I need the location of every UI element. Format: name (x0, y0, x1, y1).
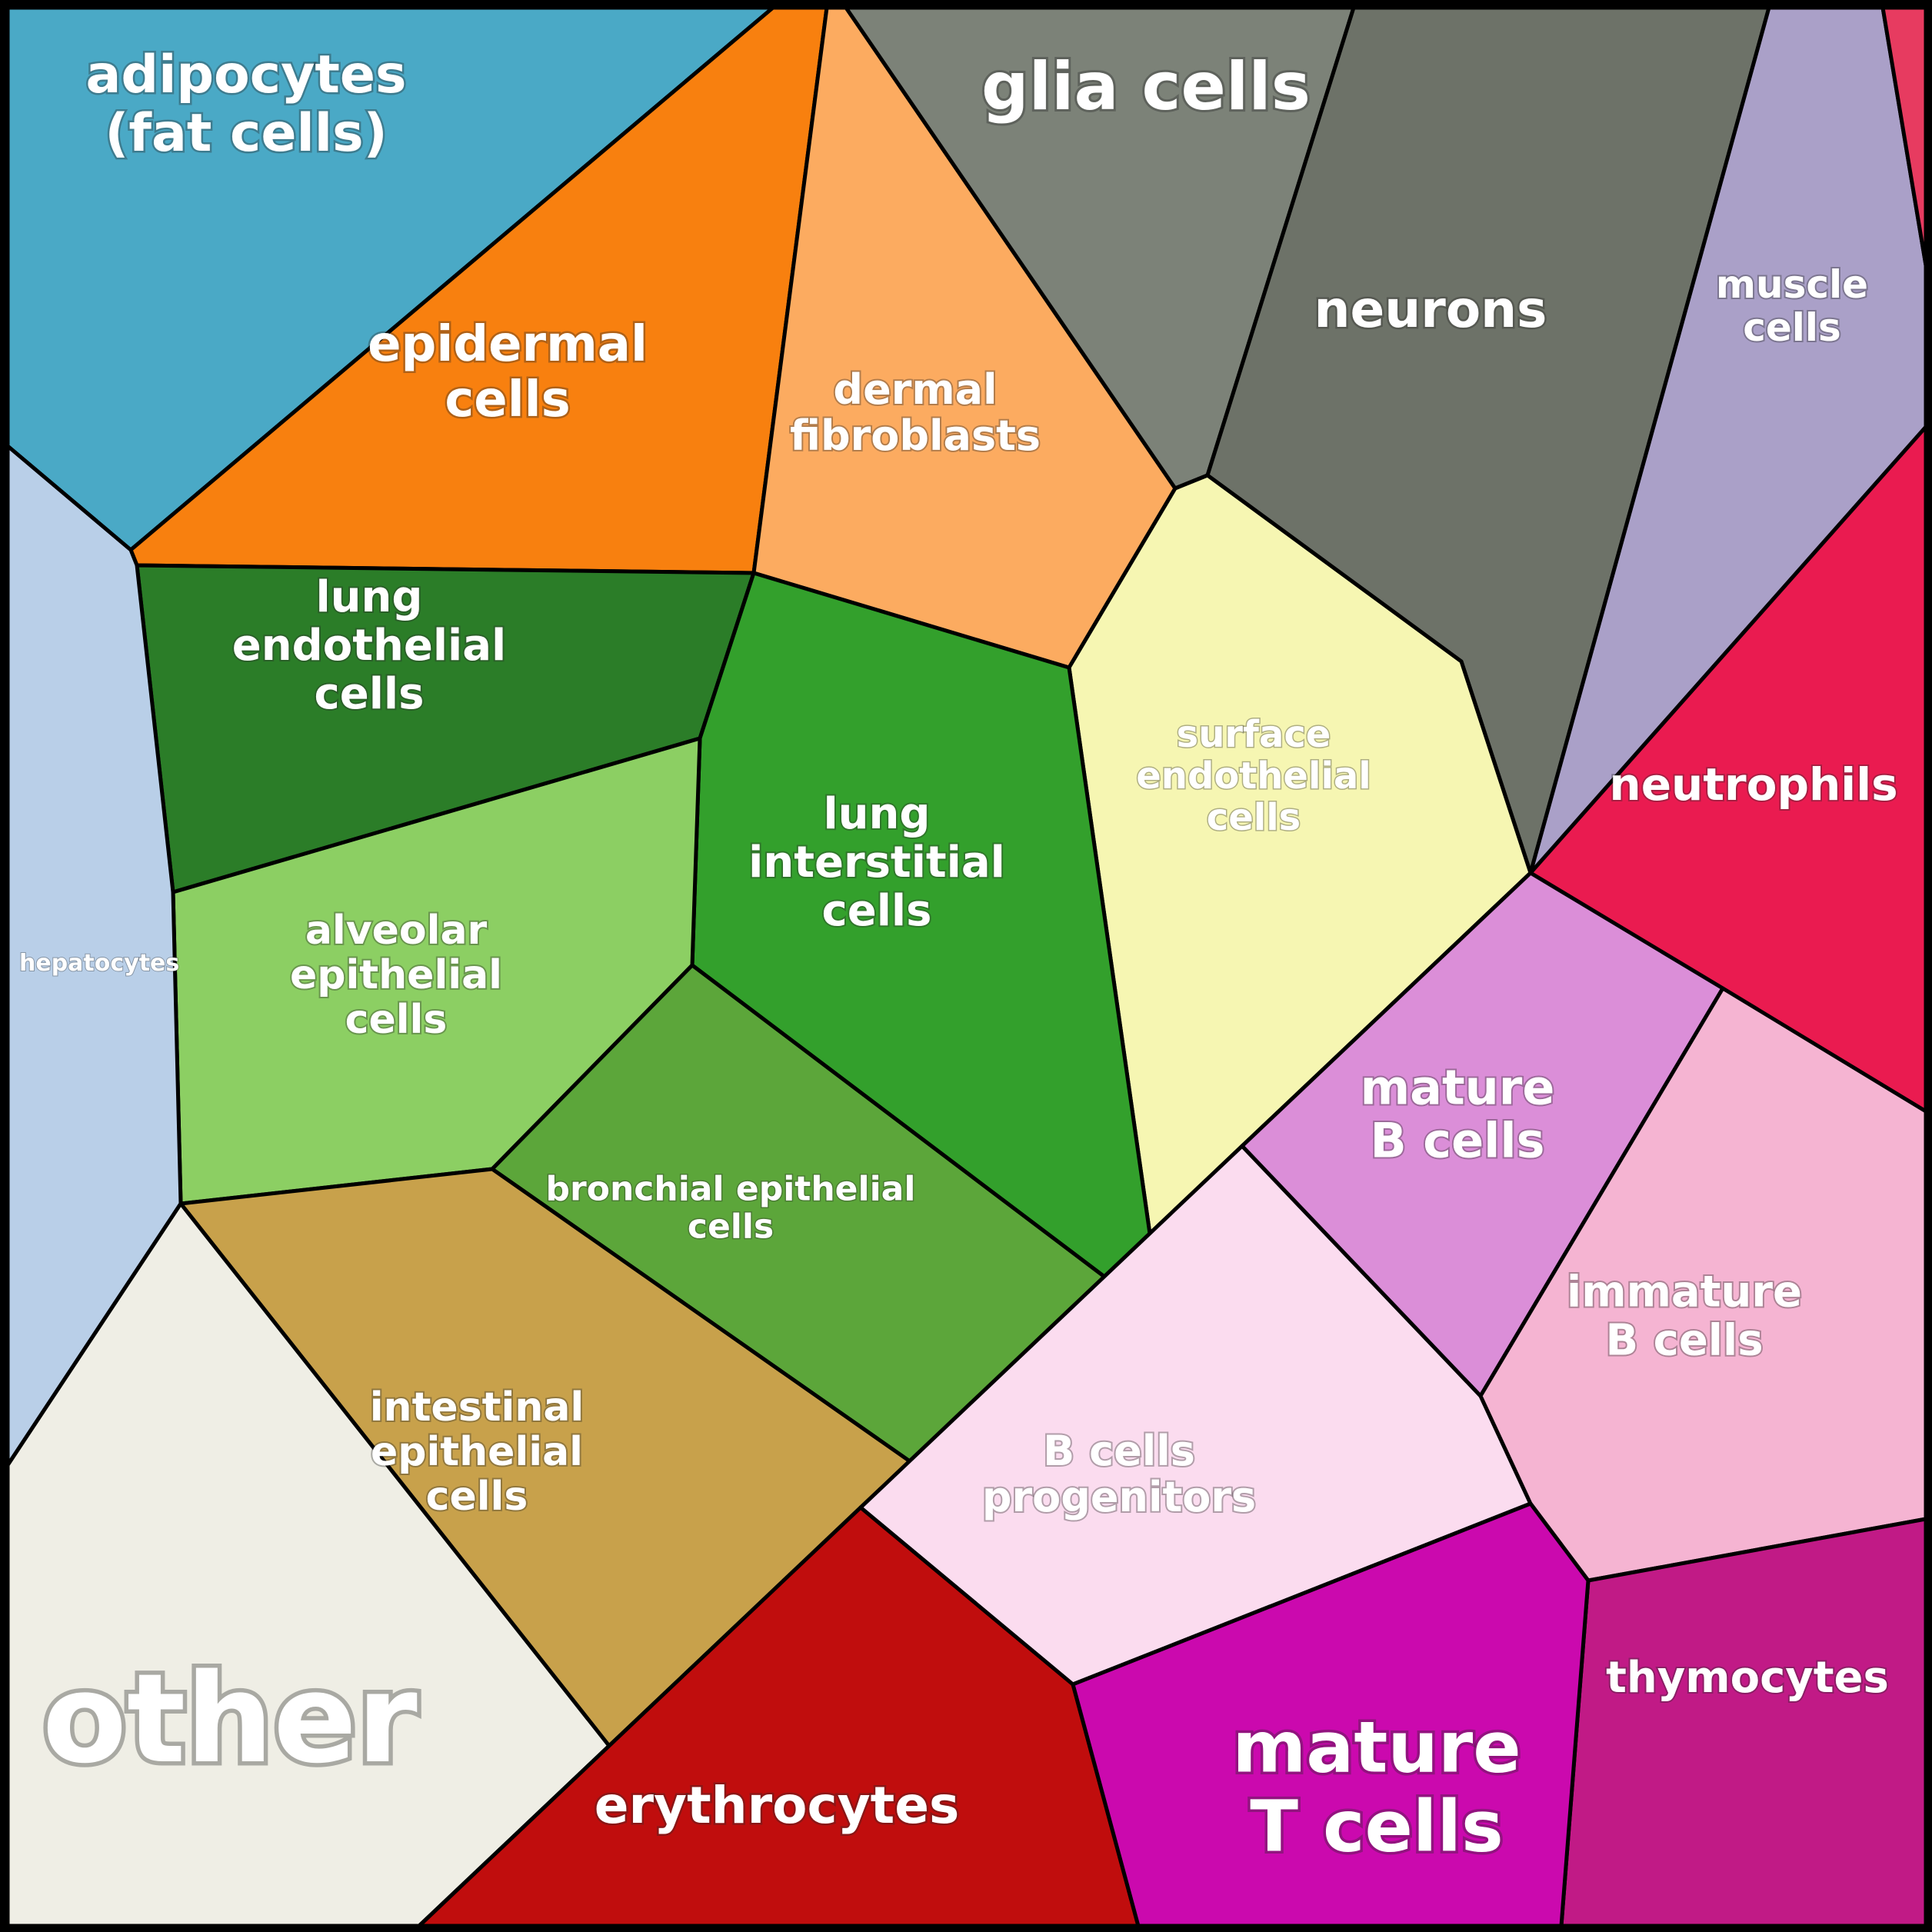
label-line: lung (315, 572, 422, 622)
label-line: B cells (1370, 1113, 1544, 1169)
label-line: mature (1361, 1060, 1555, 1116)
label-line: cells (1207, 796, 1301, 839)
label-adipocytes: adipocytes(fat cells) (86, 45, 407, 164)
label-glia-cells: glia cells (981, 48, 1311, 125)
label-line: alveolar (305, 908, 488, 954)
label-line: neutrophils (1609, 758, 1897, 811)
label-line: cells (345, 997, 448, 1043)
label-line: fibroblasts (790, 411, 1041, 460)
region-muscle-cells (1528, 5, 1928, 875)
label-line: adipocytes (86, 45, 407, 105)
label-other: other (42, 1647, 418, 1790)
label-line: B cells (1605, 1316, 1763, 1366)
label-line: endothelial (1136, 754, 1371, 798)
label-line: (fat cells) (105, 103, 387, 164)
label-line: intestinal (370, 1384, 585, 1431)
label-line: cells (426, 1474, 528, 1520)
label-hepatocytes: hepatocytes (19, 950, 179, 977)
label-line: cells (822, 886, 932, 936)
label-line: mature (1232, 1707, 1521, 1789)
label-line: immature (1567, 1267, 1802, 1317)
label-line: cells (1743, 305, 1841, 350)
region-unlabeled-top-right (1880, 5, 1928, 268)
label-line: muscle (1716, 262, 1868, 307)
treemap-cells-layer (5, 5, 1928, 1928)
label-line: T cells (1250, 1786, 1504, 1868)
label-line: bronchial epithelial (546, 1170, 916, 1209)
label-line: cells (688, 1208, 774, 1247)
label-line: cells (315, 669, 425, 719)
label-line: epidermal (368, 316, 648, 373)
label-line: thymocytes (1606, 1653, 1889, 1703)
label-line: dermal (833, 365, 997, 414)
label-line: B cells (1043, 1427, 1195, 1475)
label-line: glia cells (981, 48, 1311, 125)
label-line: erythrocytes (595, 1776, 960, 1835)
label-neutrophils: neutrophils (1609, 758, 1897, 811)
label-neurons: neurons (1314, 280, 1547, 339)
label-line: progenitors (982, 1473, 1256, 1521)
label-erythrocytes: erythrocytes (595, 1776, 960, 1835)
label-line: hepatocytes (19, 950, 179, 977)
label-line: cells (445, 371, 570, 428)
label-line: other (42, 1647, 418, 1790)
label-line: epithelial (371, 1429, 583, 1475)
region-thymocytes (1559, 1517, 1928, 1928)
label-line: surface (1177, 713, 1331, 756)
label-line: interstitial (748, 838, 1005, 888)
label-thymocytes: thymocytes (1606, 1653, 1889, 1703)
label-line: lung (823, 789, 930, 839)
label-line: neurons (1314, 280, 1547, 339)
region-mature-t-cells (1071, 1501, 1591, 1928)
label-line: epithelial (290, 952, 502, 998)
label-line: endothelial (232, 621, 506, 671)
